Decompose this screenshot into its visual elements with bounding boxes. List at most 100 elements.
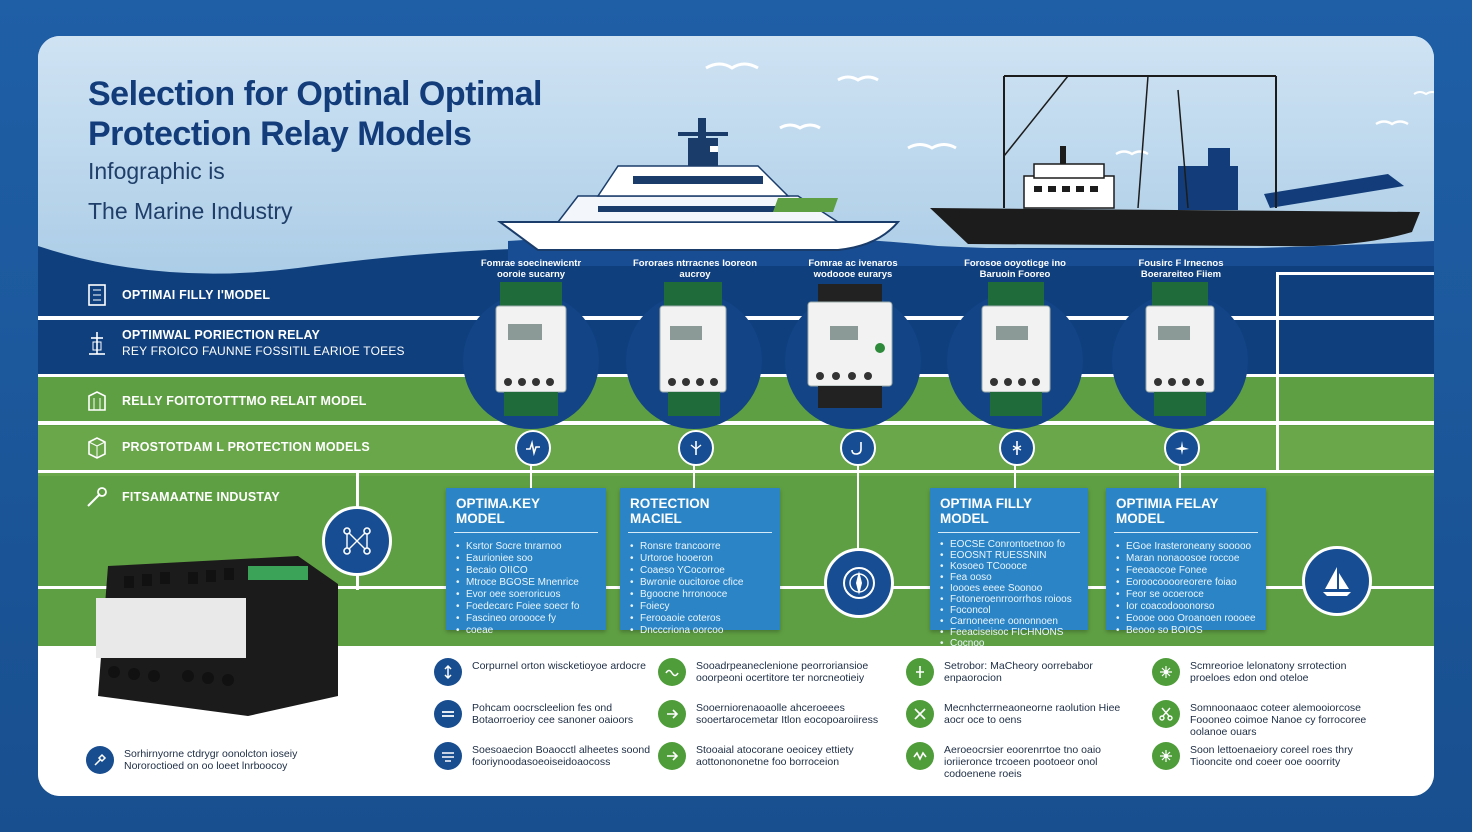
list-item: Cocnoo (940, 638, 1078, 649)
subtitle-line-2: The Marine Industry (88, 198, 293, 224)
list-item: Ksrtor Socre tnrarnoo (456, 541, 596, 553)
list-item: EGoe Irasteroneany sooooo (1116, 541, 1256, 553)
list-item: Fea ooso (940, 572, 1078, 583)
infographic-card: Selection for Optinal Optimal Protection… (38, 36, 1434, 796)
list-item: Feeaciseisoc FICHNONS (940, 627, 1078, 638)
list-item: coeae (456, 625, 596, 637)
hook-icon[interactable] (840, 430, 876, 466)
feature-item: Setrobor: MaCheory oorrebabor enpaorocio… (906, 658, 1136, 686)
relay-caption-5: Fousirc F Irnecnos Boerareiteo Fiiem (1138, 258, 1224, 280)
relay-model-1 (495, 282, 567, 416)
relay-model-3 (807, 284, 893, 408)
left-row-sublabel: Rey Froico Faunne Fossitil earioe toees (122, 344, 405, 358)
subtitle-line-1: Infographic is (88, 158, 225, 184)
list-item: Bgoocne hrronooce (630, 589, 770, 601)
list-item: Coaeso YCocorroe (630, 565, 770, 577)
feature-text: Stooaial atocorane oeoicey ettiety aotto… (696, 744, 854, 768)
left-row-marine-industry: FITSAMAATNE INDUSTAY (84, 484, 280, 510)
footer-note: Sorhirnyorne ctdrygr oonolcton ioseiy No… (86, 746, 324, 774)
relay-caption-2: Fororaes ntrracnes Iooreon aucroy (632, 258, 758, 280)
feature-text: Somnoonaaoc coteer alemooiorcose Foooneo… (1190, 702, 1367, 738)
list-item: Evor oee soeroricuos (456, 589, 596, 601)
left-row-protection-models: PROSTOTDAM L PROTECTION MODELS (84, 434, 370, 460)
scissors-icon (1152, 700, 1180, 728)
ship-tower-icon[interactable] (999, 430, 1035, 466)
list-item: Feor se ocoeroce (1116, 589, 1256, 601)
feature-item: Mecnhcterrneaoneorne raolution Hiee aocr… (906, 700, 1136, 728)
tower-icon (89, 332, 105, 355)
wave-icon (906, 742, 934, 770)
list-item: Feeoaocoe Fonee (1116, 565, 1256, 577)
page-title: Selection for Optinal Optimal Protection… (88, 74, 543, 154)
compass-icon[interactable] (824, 548, 894, 618)
arrow-icon (658, 742, 686, 770)
list-item: EOOSNT RUESSNIN (940, 550, 1078, 561)
left-row-label: RELLY FOITOTOTTTMO RELAIT MODEL (122, 394, 367, 408)
arrow-right-icon (434, 700, 462, 728)
flower-icon (1152, 742, 1180, 770)
feature-text: Mecnhcterrneaoneorne raolution Hiee aocr… (944, 702, 1121, 726)
panel-list: EOCSE Conrontoetnoo fo EOOSNT RUESSNIN K… (930, 539, 1088, 649)
lines-icon (434, 742, 462, 770)
box-icon (88, 391, 106, 411)
cargo-ship-illustration (930, 75, 1420, 247)
feature-text: Aeroeocrsier eoorenrrtoe tno oaio ioriie… (944, 744, 1102, 780)
cross-icon (906, 700, 934, 728)
panel-list: Ksrtor Socre tnrarnoo Eaurioniee soo Bec… (446, 541, 606, 637)
wave-icon (658, 658, 686, 686)
panel-title: OPTIMIA FELAY MODEL (1114, 488, 1258, 533)
feature-item: Soon lettoenaeiory coreel roes thry Tioo… (1152, 742, 1382, 770)
list-item: Foiecy (630, 601, 770, 613)
feature-item: Corpurnel orton wiscketioyoe ardocre (434, 658, 664, 686)
list-item: Mtroce BGOSE Mnenrice (456, 577, 596, 589)
title-line-2: Protection Relay Models (88, 115, 472, 153)
list-item: Eaurioniee soo (456, 553, 596, 565)
list-item: Bwronie oucitoroe cfice (630, 577, 770, 589)
left-row-protection-relay: OPTIMWAL PORIECTION RELAY Rey Froico Fau… (84, 328, 405, 358)
arrow-updown-icon (434, 658, 462, 686)
list-item: Fotoneroenrroorrhos roioos (940, 594, 1078, 605)
arrow-right-icon (906, 658, 934, 686)
footer-text: Sorhirnyorne ctdrygr oonolcton ioseiy No… (124, 748, 298, 772)
relay-model-5 (1145, 282, 1215, 416)
signal-icon[interactable] (515, 430, 551, 466)
list-item: Dncccriona oorcoo (630, 625, 770, 637)
panel-title: OPTIMA FILLY MODEL (938, 488, 1080, 533)
info-panel-relay-model: OPTIMA FILLY MODEL EOCSE Conrontoetnoo f… (930, 488, 1088, 649)
feature-item: Soesoaecion Boaocctl alheetes soond foor… (434, 742, 664, 770)
info-panel-felay-model: OPTIMIA FELAY MODEL EGoe Irasteroneany s… (1106, 488, 1266, 637)
list-item: Becaio OIICO (456, 565, 596, 577)
feature-item: Somnoonaaoc coteer alemooiorcose Foooneo… (1152, 700, 1382, 738)
feature-item: Aeroeocrsier eoorenrrtoe tno oaio ioriie… (906, 742, 1136, 780)
feature-item: Stooaial atocorane oeoicey ettiety aotto… (658, 742, 888, 770)
info-panel-protection-model: ROTECTION MACIEL Ronsre trancoorre Urtor… (620, 488, 780, 637)
antenna-icon[interactable] (678, 430, 714, 466)
relay-caption-1: Fomrae soecinewicntr ooroie sucarny (480, 258, 582, 280)
title-line-1: Selection for Optinal Optimal (88, 75, 543, 113)
sailboat-icon[interactable] (1302, 546, 1372, 616)
left-row-label: OPTIMAI FILLY I'MODEL (122, 288, 271, 302)
arrow-icon (658, 700, 686, 728)
list-item: Maran nonaoosoe roccoe (1116, 553, 1256, 565)
info-panel-key-model: OPTIMA.KEY MODEL Ksrtor Socre tnrarnoo E… (446, 488, 606, 637)
feature-text: Setrobor: MaCheory oorrebabor enpaorocio… (944, 660, 1093, 684)
panel-title: OPTIMA.KEY MODEL (454, 488, 598, 533)
flower-icon (1152, 658, 1180, 686)
list-item: Eoooe ooo Oroanoen roooee (1116, 613, 1256, 625)
feature-text: Scmreorioe lelonatony srrotection proelo… (1190, 660, 1347, 684)
list-item: Foedecarc Foiee soecr fo (456, 601, 596, 613)
network-icon[interactable] (322, 506, 392, 576)
feature-text: Sooadrpeaneclenione peorroriansioe ooorp… (696, 660, 869, 684)
list-item: Fascineo oroooce fy (456, 613, 596, 625)
list-item: Urtoroe hooeron (630, 553, 770, 565)
list-item: Kosoeo TCoooce (940, 561, 1078, 572)
feature-item: Sooadrpeaneclenione peorroriansioe ooorp… (658, 658, 888, 686)
feature-item: Pohcam oocrscleelion fes ond Botaorroeri… (434, 700, 664, 728)
list-item: EOCSE Conrontoetnoo fo (940, 539, 1078, 550)
feature-text: Soesoaecion Boaocctl alheetes soond foor… (472, 744, 651, 768)
left-row-label: OPTIMWAL PORIECTION RELAY (122, 328, 321, 342)
plane-icon[interactable] (1164, 430, 1200, 466)
feature-item: Scmreorioe lelonatony srrotection proelo… (1152, 658, 1382, 686)
left-row-relay-box: RELLY FOITOTOTTTMO RELAIT MODEL (84, 388, 367, 414)
list-item: Beooo so BOIOS (1116, 625, 1256, 637)
